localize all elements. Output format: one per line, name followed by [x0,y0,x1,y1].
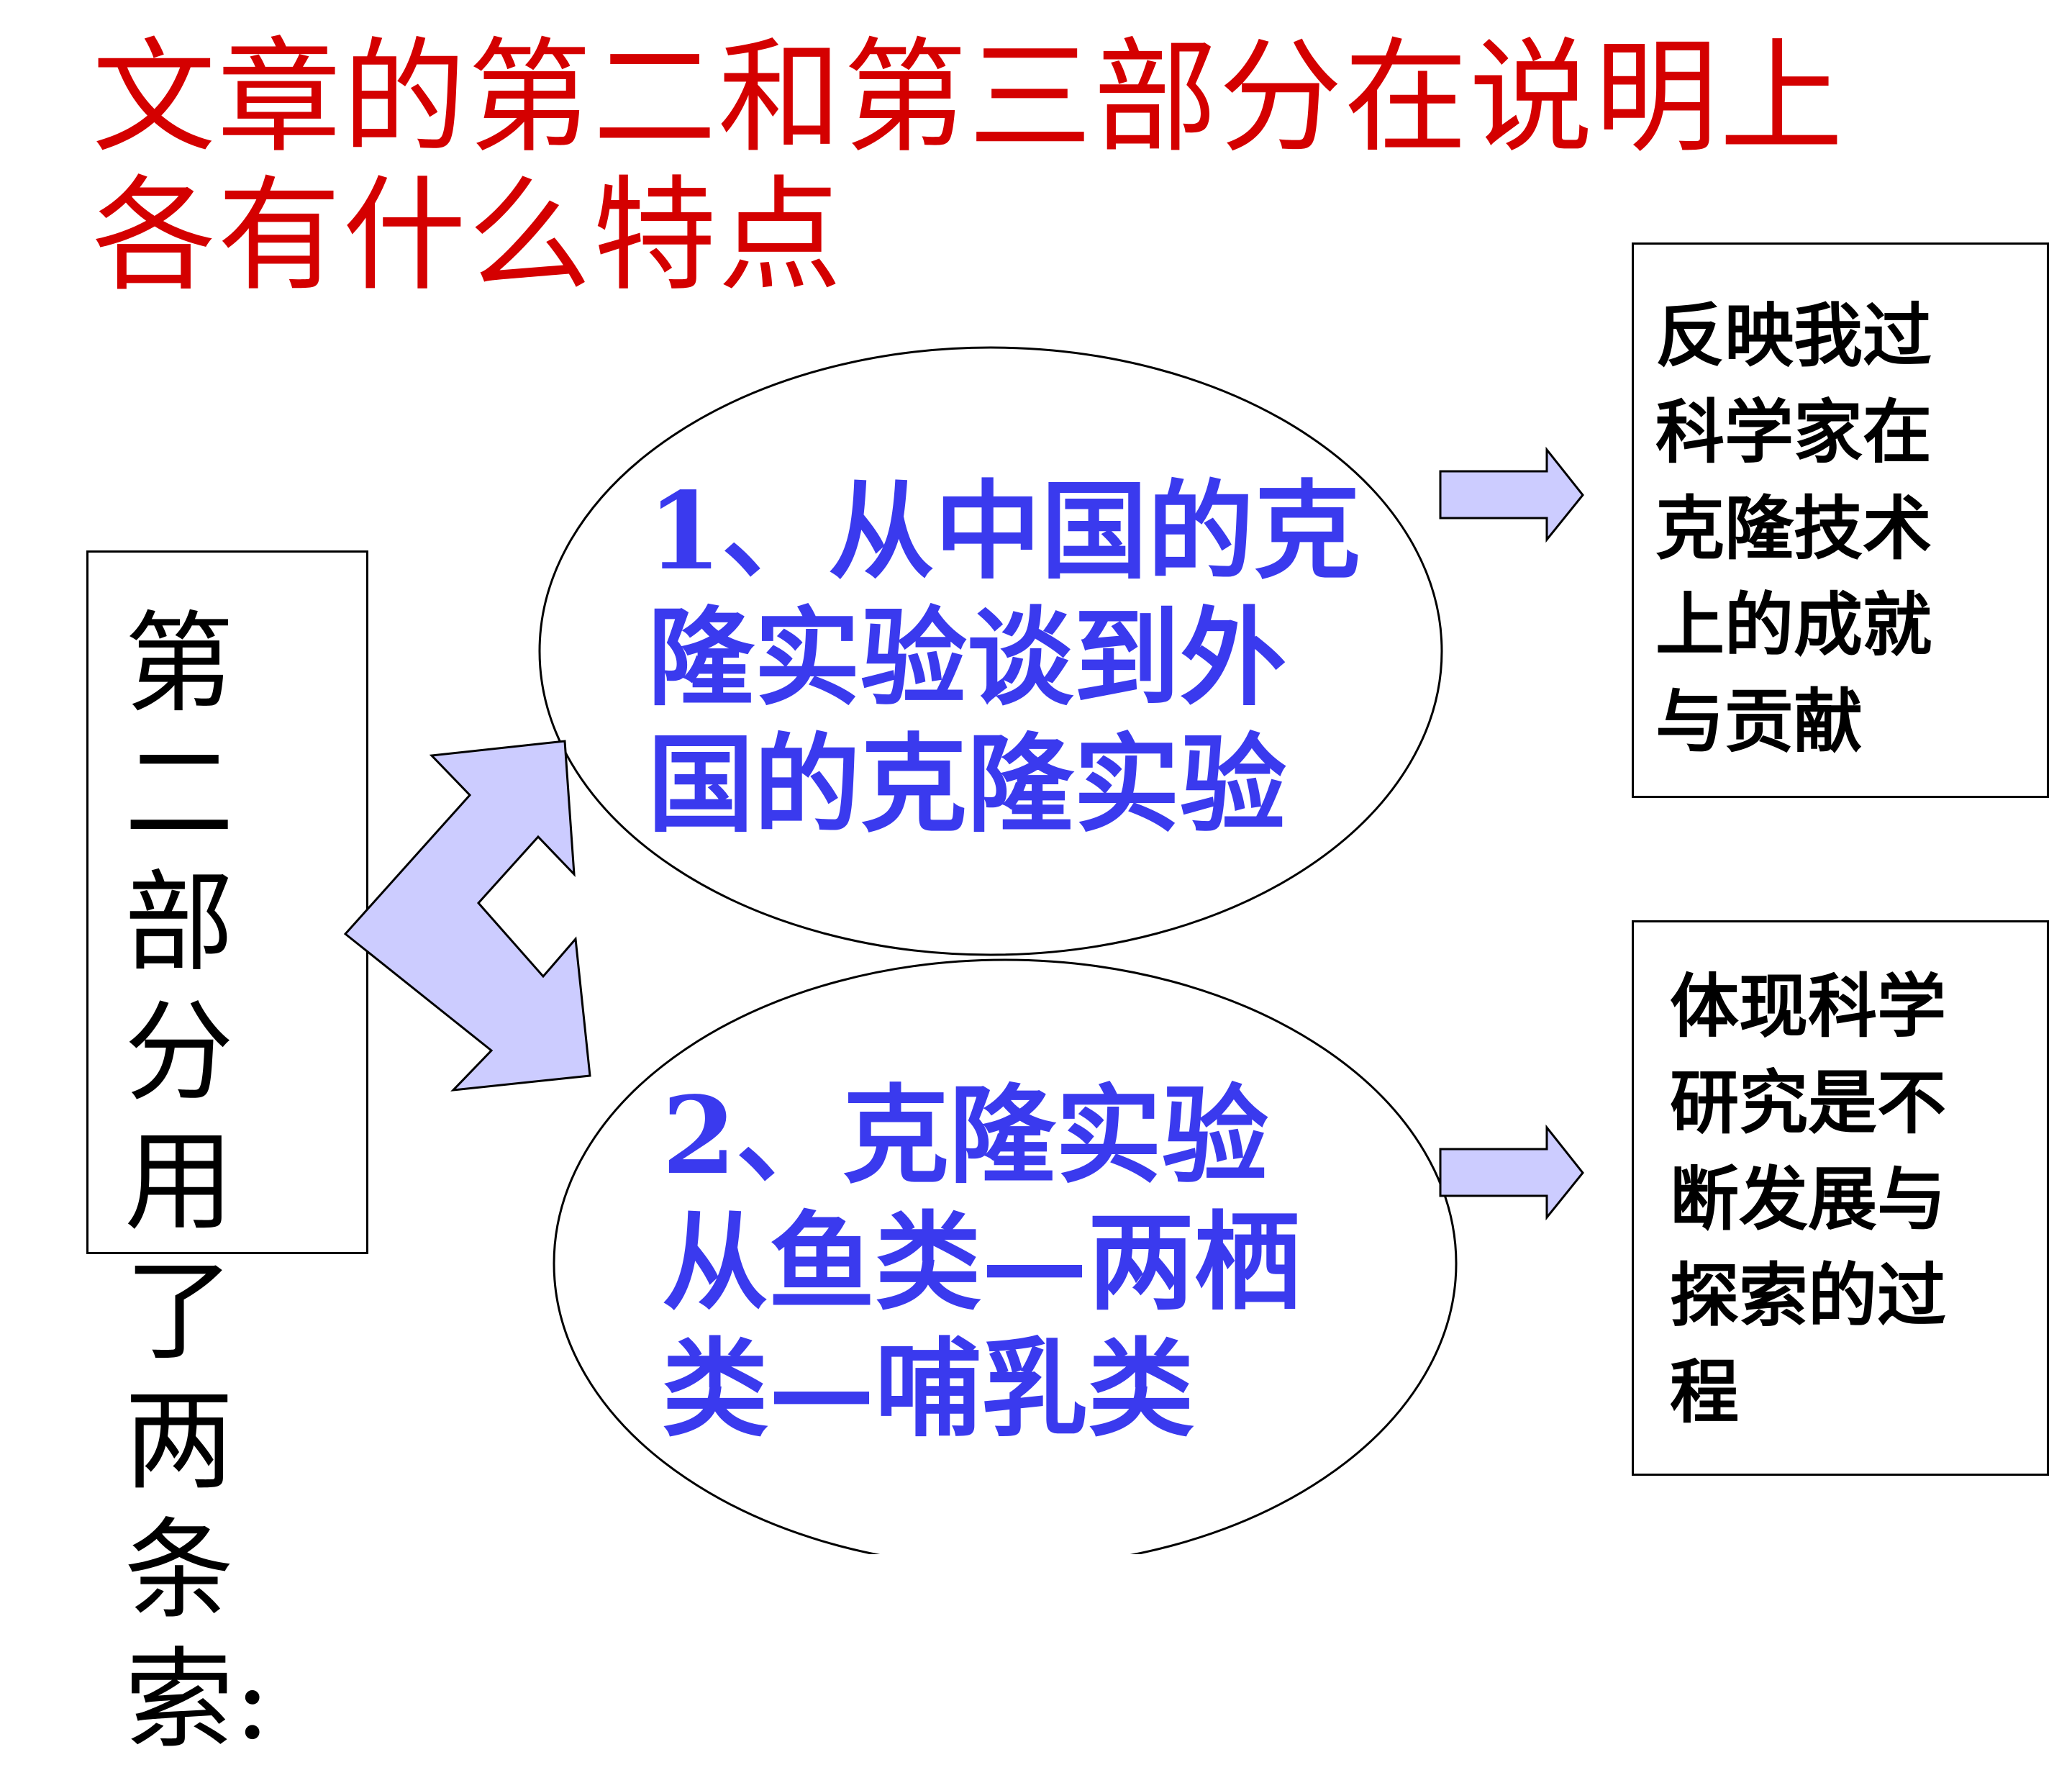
title-line-2: 各有什么特点 [92,163,843,308]
research-process-box: 体现科学 研究是不 断发展与 探索的过 程 [1632,920,2049,1476]
achievement-line-1: 反映我过 [1655,296,1932,376]
title-line-1: 文章的第二和第三部分在说明上 [92,25,1845,170]
achievement-text: 反映我过 科学家在 克隆技术 上的成就 与贡献 [1655,288,1932,770]
bent-double-arrow [343,740,591,1092]
section-two-label: 第二部分用了两条索: [124,600,271,1764]
research-line-3: 断发展与 [1670,1159,1946,1240]
research-line-5: 程 [1670,1352,1739,1433]
diagram-shapes [343,346,1584,1554]
oval-bottom-text: 2、克隆实验 从鱼类—两栖 类—哺乳类 [662,1072,1301,1452]
oval-top-line-3: 国的克隆实验 [648,722,1286,847]
research-process-text: 体现科学 研究是不 断发展与 探索的过 程 [1670,958,1946,1440]
oval-bottom-line-1: 2、克隆实验 [662,1073,1268,1198]
oval-top-line-1: 1、从中国的克 [648,468,1360,594]
achievement-box: 反映我过 科学家在 克隆技术 上的成就 与贡献 [1632,242,2049,798]
research-line-1: 体现科学 [1670,966,1946,1047]
right-arrow-bottom [1439,1124,1584,1221]
oval-bottom [553,958,1458,1554]
page-title: 文章的第二和第三部分在说明上 各有什么特点 [92,29,1934,305]
oval-bottom-line-2: 从鱼类—两栖 [662,1199,1301,1325]
oval-top-line-2: 隆实验谈到外 [648,595,1286,720]
achievement-line-5: 与贡献 [1655,681,1863,762]
section-two-box: 第二部分用了两条索: [86,550,368,1764]
right-arrow-top [1439,446,1584,543]
research-line-4: 探索的过 [1670,1256,1946,1336]
achievement-line-2: 科学家在 [1655,392,1932,473]
achievement-line-3: 克隆技术 [1655,489,1932,569]
research-line-2: 研究是不 [1670,1063,1946,1143]
oval-top-text: 1、从中国的克 隆实验谈到外 国的克隆实验 [648,468,1360,848]
oval-top [538,346,1443,956]
oval-bottom-line-3: 类—哺乳类 [662,1326,1194,1451]
achievement-line-4: 上的成就 [1655,585,1932,666]
